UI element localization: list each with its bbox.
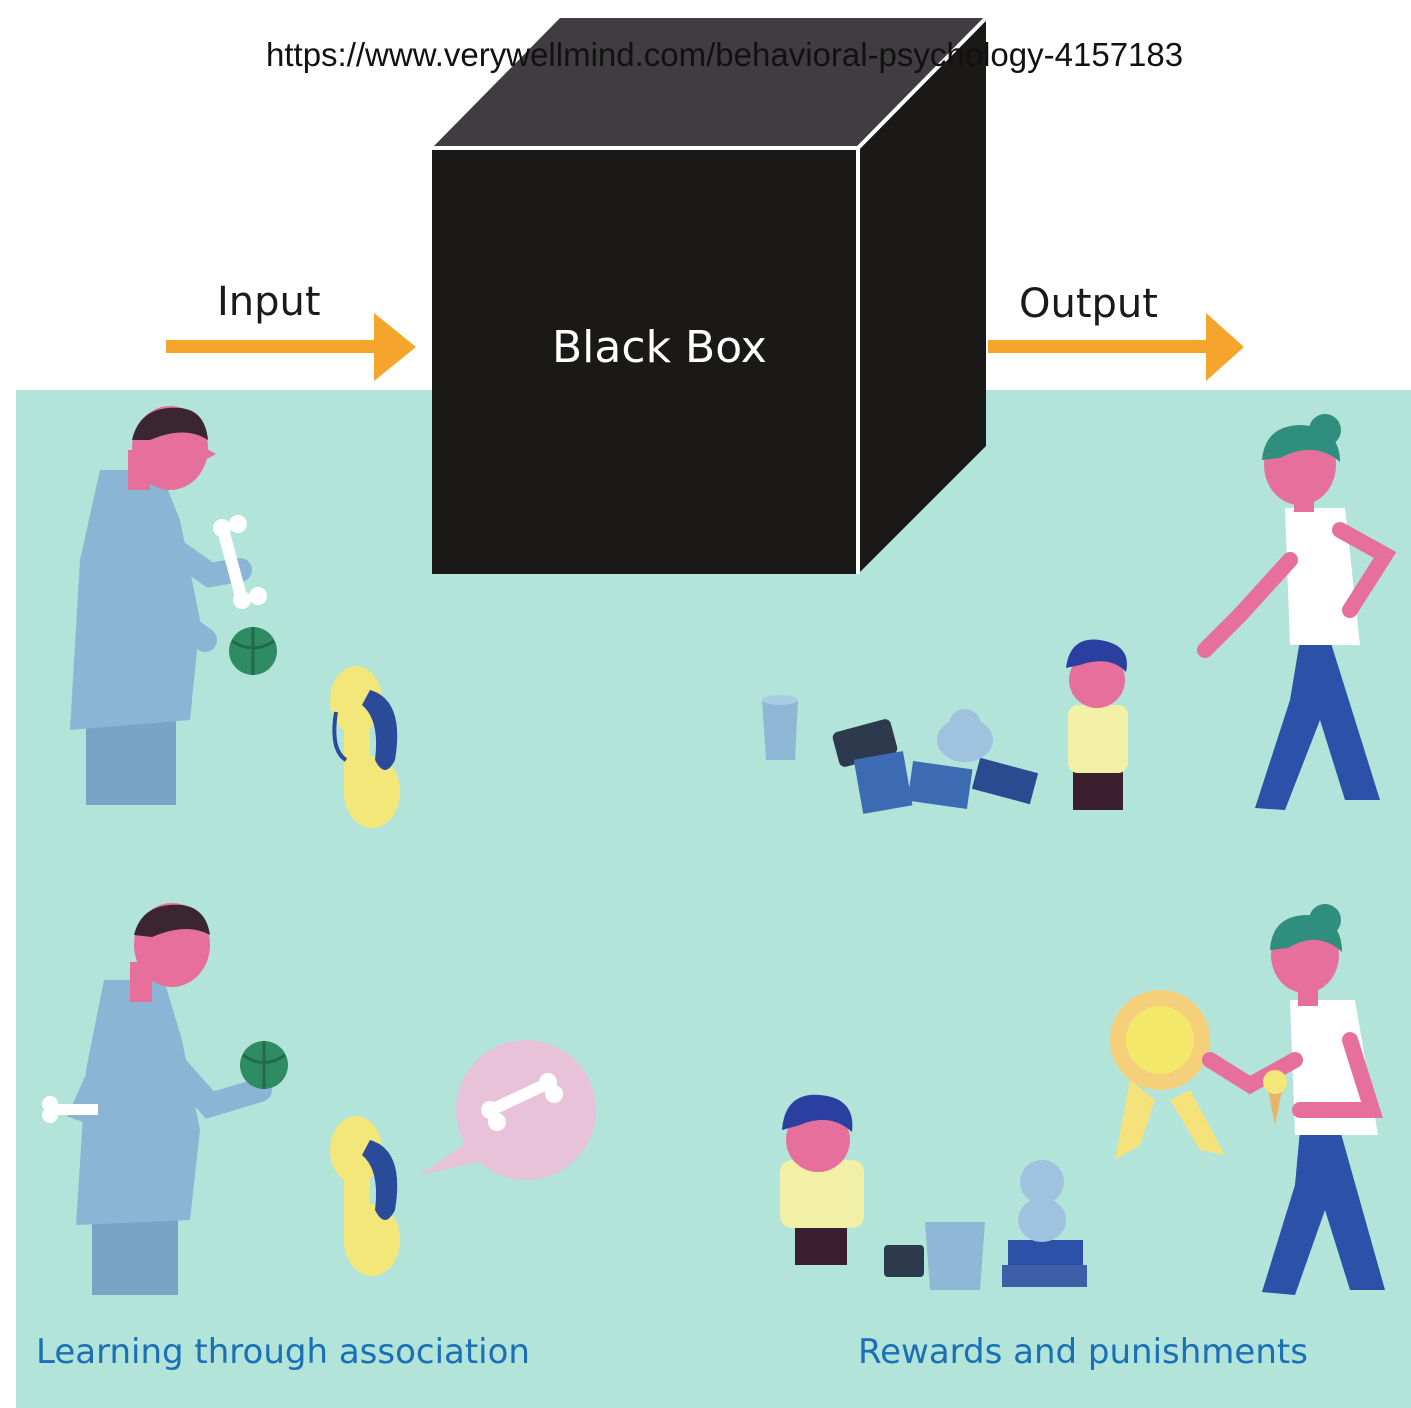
input-label: Input xyxy=(217,279,321,325)
man-hiding-bone-icon xyxy=(42,903,288,1295)
bone-icon xyxy=(42,1096,98,1123)
happy-child-icon xyxy=(780,1094,864,1265)
black-box-label: Black Box xyxy=(552,322,767,373)
caption-learning-association: Learning through association xyxy=(36,1332,530,1372)
toy-truck-icon xyxy=(884,1245,924,1277)
man-with-bone-icon xyxy=(70,406,277,805)
caption-rewards-punishments: Rewards and punishments xyxy=(858,1332,1308,1372)
dog-icon xyxy=(330,1116,400,1276)
bone-icon xyxy=(481,1073,563,1131)
ribbon-icon xyxy=(1110,990,1225,1160)
dog-icon xyxy=(330,666,400,828)
rewarding-woman-icon xyxy=(1202,904,1385,1295)
ice-cream-icon xyxy=(1263,1070,1287,1125)
output-arrow-icon xyxy=(988,313,1244,381)
output-label: Output xyxy=(1019,281,1158,327)
scolding-woman-icon xyxy=(1197,414,1397,810)
trash-can-icon xyxy=(925,1222,985,1290)
bone-icon xyxy=(213,515,267,609)
messy-toys-icon xyxy=(832,709,1039,814)
sad-child-icon xyxy=(1066,639,1128,810)
thought-bubble-icon xyxy=(420,1040,596,1180)
trash-can-icon xyxy=(762,695,798,760)
black-box-cube-icon xyxy=(432,16,988,574)
ball-icon xyxy=(240,1041,288,1089)
source-url: https://www.verywellmind.com/behavioral-… xyxy=(266,36,1184,73)
ball-icon xyxy=(229,627,277,675)
books-teddy-icon xyxy=(1002,1160,1087,1287)
input-arrow-icon xyxy=(166,313,416,381)
